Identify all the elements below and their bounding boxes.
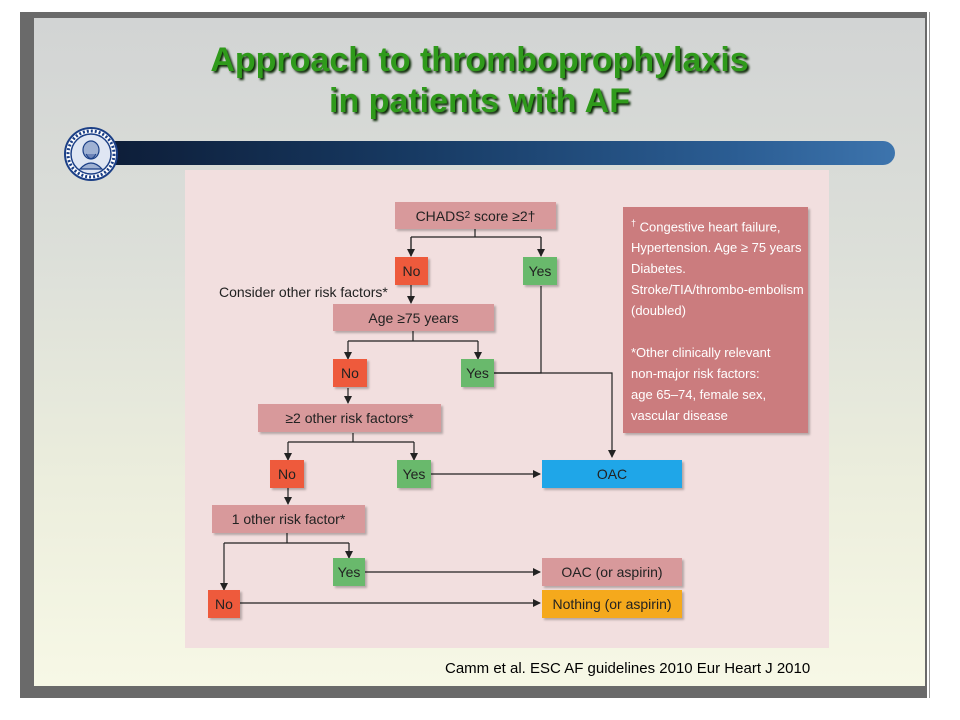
- one-risk-factor-label: 1 other risk factor*: [231, 511, 346, 527]
- note-line-7: non-major risk factors:: [631, 366, 760, 382]
- consider-other-risk-factors-label: Consider other risk factors*: [219, 284, 388, 300]
- note-line-2-end: 75 years: [748, 240, 802, 256]
- age-cmp: ≥: [397, 309, 405, 326]
- note-dagger: †: [631, 218, 637, 228]
- age-no-label: No: [341, 365, 359, 381]
- note-line-8: age 65–74, female sex,: [631, 387, 767, 403]
- two-risk-value: 2 other risk factors*: [293, 410, 414, 426]
- oac-label: OAC: [596, 466, 628, 482]
- risk-factor-note: † Congestive heart failure, Hypertension…: [623, 207, 808, 433]
- chads-yes-box: Yes: [523, 257, 557, 285]
- flowchart-connectors: [220, 228, 616, 607]
- chads-prefix: CHADS: [415, 207, 465, 224]
- note-line-4: Stroke/TIA/thrombo-embolism: [631, 282, 804, 298]
- final-no-label: No: [215, 596, 233, 612]
- two-risk-no-label: No: [278, 466, 296, 482]
- age-no-box: No: [333, 359, 367, 387]
- age-yes-box: Yes: [461, 359, 494, 387]
- one-risk-yes-box: Yes: [333, 558, 365, 586]
- one-risk-factor-box: 1 other risk factor*: [212, 505, 365, 533]
- note-line-5: (doubled): [631, 303, 686, 319]
- final-no-box: No: [208, 590, 240, 618]
- two-risk-yes-box: Yes: [397, 460, 431, 488]
- note-line-1: † Congestive heart failure,: [631, 213, 800, 237]
- title-underline-bar: [92, 141, 895, 165]
- age-75-box: Age ≥75 years: [333, 304, 494, 331]
- title-line-2: in patients with AF: [329, 82, 630, 120]
- note-line-9: vascular disease: [631, 408, 728, 424]
- chads-cmp: ≥: [512, 207, 520, 224]
- oac-box: OAC: [542, 460, 682, 488]
- oac-or-aspirin-box: OAC (or aspirin): [542, 558, 682, 586]
- age-prefix: Age: [368, 309, 398, 326]
- slide-edge-line: [929, 12, 930, 698]
- chads-no-box: No: [395, 257, 428, 285]
- age-value: 75 years: [404, 309, 459, 326]
- chads-subscript: 2: [464, 210, 471, 221]
- portrait-seal-icon: [64, 127, 118, 181]
- two-risk-yes-label: Yes: [402, 466, 426, 482]
- two-risk-cmp: ≥: [285, 410, 294, 426]
- slide-title: Approach to thromboprophylaxis in patien…: [34, 40, 925, 122]
- note-line-1-text: Congestive heart failure,: [636, 219, 781, 235]
- citation: Camm et al. ESC AF guidelines 2010 Eur H…: [445, 660, 811, 677]
- title-line-1: Approach to thromboprophylaxis: [210, 41, 749, 79]
- two-risk-factors-box: ≥2 other risk factors*: [258, 404, 441, 432]
- chads-value: 2†: [519, 207, 536, 224]
- oac-or-aspirin-label: OAC (or aspirin): [561, 564, 663, 580]
- nothing-or-aspirin-box: Nothing (or aspirin): [542, 590, 682, 618]
- chads-mid: score: [470, 207, 513, 224]
- age-yes-label: Yes: [466, 365, 489, 381]
- one-risk-yes-label: Yes: [337, 564, 361, 580]
- note-line-2-text: Hypertension. Age: [631, 240, 741, 256]
- note-line-6: *Other clinically relevant: [631, 345, 771, 361]
- chads-no-label: No: [402, 263, 421, 279]
- chads-yes-label: Yes: [528, 263, 552, 279]
- note-line-2-cmp: ≥: [740, 240, 748, 256]
- nothing-or-aspirin-label: Nothing (or aspirin): [552, 596, 672, 612]
- note-line-3: Diabetes.: [631, 261, 686, 277]
- note-line-2: Hypertension. Age ≥ 75 years: [631, 237, 802, 258]
- two-risk-no-box: No: [270, 460, 304, 488]
